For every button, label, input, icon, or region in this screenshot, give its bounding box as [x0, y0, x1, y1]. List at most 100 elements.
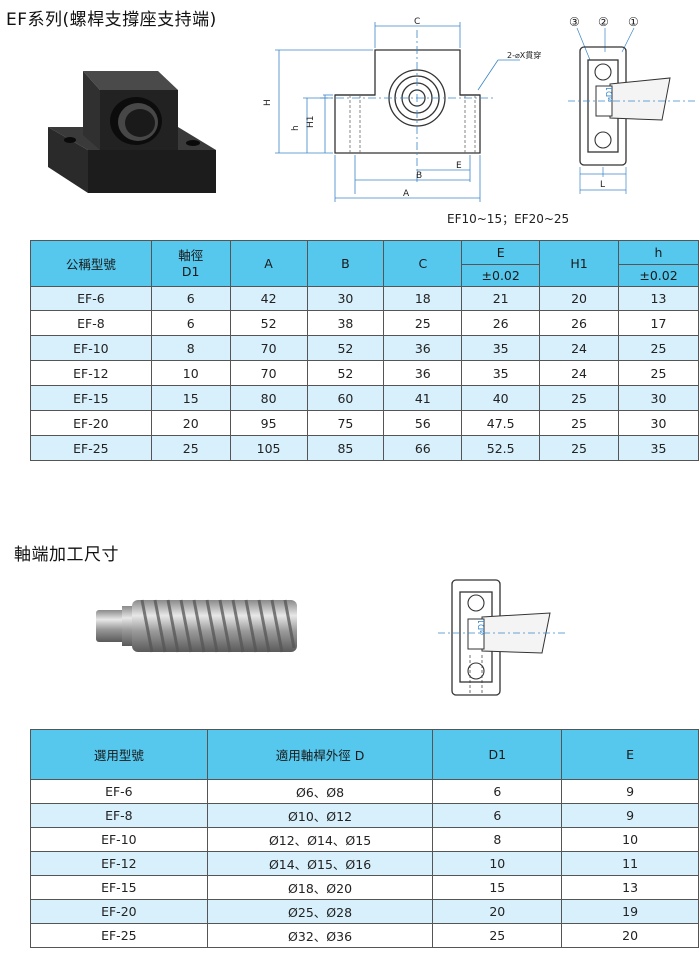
shaft-end-table: 選用型號 適用軸桿外徑 D D1 E EF-6 Ø6、Ø8 6 9 EF-8 Ø…	[30, 729, 699, 948]
table-row: EF-15 Ø18、Ø20 15 13	[30, 875, 699, 900]
cell-model: EF-8	[30, 803, 208, 828]
cell-h: 35	[618, 435, 699, 461]
cell-c: 18	[383, 286, 463, 311]
cell-a: 52	[229, 310, 308, 336]
cell-e: 9	[561, 779, 699, 804]
cell-d1: 15	[432, 875, 563, 900]
table-row: EF-12 10 70 52 36 35 24 25	[30, 360, 699, 386]
header-a: A	[229, 240, 308, 287]
cell-model: EF-25	[30, 435, 152, 461]
cell-e: 52.5	[461, 435, 541, 461]
cell-c: 36	[383, 360, 463, 386]
cell-shaft: 20	[150, 410, 231, 436]
cell-model: EF-12	[30, 851, 208, 876]
cell-b: 52	[306, 335, 385, 361]
cell-model: EF-6	[30, 779, 208, 804]
cell-e: 26	[461, 310, 541, 336]
support-block-photo	[48, 71, 216, 193]
front-view-drawing: C H h H1 E B A 2-⌀X貫穿	[263, 17, 541, 202]
shaft-end-drawing: ⌀D1	[438, 579, 565, 696]
cell-outer-diameter: Ø6、Ø8	[206, 779, 434, 804]
header-model: 選用型號	[30, 729, 208, 780]
cell-model: EF-12	[30, 360, 152, 386]
cell-model: EF-25	[30, 923, 208, 948]
cell-h1: 25	[539, 410, 619, 436]
ef-spec-table: 公稱型號 軸徑 D1 A B C E H1 h ±0.02 ±0.02 EF-6…	[30, 240, 699, 461]
cell-c: 36	[383, 335, 463, 361]
cell-outer-diameter: Ø25、Ø28	[206, 899, 434, 924]
cell-model: EF-8	[30, 310, 152, 336]
header-h1: H1	[539, 240, 619, 287]
dim-h1-label: H1	[306, 116, 316, 129]
cell-shaft: 15	[150, 385, 231, 411]
cell-d1: 10	[432, 851, 563, 876]
table-row: EF-25 Ø32、Ø36 25 20	[30, 923, 699, 948]
cell-e: 13	[561, 875, 699, 900]
section-title-ef-series: EF系列(螺桿支撐座支持端)	[6, 10, 217, 30]
cell-d1: 25	[432, 923, 563, 948]
table-row: EF-8 Ø10、Ø12 6 9	[30, 803, 699, 828]
ball-screw-photo	[96, 599, 297, 653]
drawing-caption: EF10~15；EF20~25	[447, 212, 570, 226]
cell-shaft: 25	[150, 435, 231, 461]
cell-h1: 24	[539, 335, 619, 361]
dim-d1-shaft-label: ⌀D1	[477, 619, 486, 635]
cell-b: 30	[306, 286, 385, 311]
cell-b: 38	[306, 310, 385, 336]
cell-e: 21	[461, 286, 541, 311]
cell-outer-diameter: Ø14、Ø15、Ø16	[206, 851, 434, 876]
cell-c: 25	[383, 310, 463, 336]
cell-h: 17	[618, 310, 699, 336]
cell-model: EF-15	[30, 875, 208, 900]
table-row: EF-10 Ø12、Ø14、Ø15 8 10	[30, 827, 699, 852]
cell-h: 25	[618, 360, 699, 386]
cell-shaft: 6	[150, 310, 231, 336]
header-h: h	[618, 240, 699, 265]
cell-e: 10	[561, 827, 699, 852]
cell-a: 70	[229, 360, 308, 386]
header-e: E	[461, 240, 541, 265]
cell-b: 85	[306, 435, 385, 461]
callout-1: ①	[628, 15, 639, 29]
cell-e: 47.5	[461, 410, 541, 436]
cell-outer-diameter: Ø18、Ø20	[206, 875, 434, 900]
cell-b: 75	[306, 410, 385, 436]
cell-h: 25	[618, 335, 699, 361]
dim-a-label: A	[403, 189, 410, 199]
cell-model: EF-6	[30, 286, 152, 311]
header-c: C	[383, 240, 463, 287]
cell-e: 40	[461, 385, 541, 411]
table-row: EF-6 Ø6、Ø8 6 9	[30, 779, 699, 804]
callout-2: ②	[598, 15, 609, 29]
cell-model: EF-15	[30, 385, 152, 411]
cell-shaft: 8	[150, 335, 231, 361]
header-outer-diameter: 適用軸桿外徑 D	[206, 729, 434, 780]
table-row: EF-8 6 52 38 25 26 26 17	[30, 310, 699, 336]
cell-shaft: 10	[150, 360, 231, 386]
cell-b: 60	[306, 385, 385, 411]
header-b: B	[306, 240, 385, 287]
dim-c-label: C	[414, 17, 420, 27]
cell-d1: 20	[432, 899, 563, 924]
cell-h1: 20	[539, 286, 619, 311]
cell-c: 66	[383, 435, 463, 461]
dim-d1-side-label: ⌀D1	[605, 86, 614, 102]
table-row: EF-10 8 70 52 36 35 24 25	[30, 335, 699, 361]
table-row: EF-12 Ø14、Ø15、Ø16 10 11	[30, 851, 699, 876]
cell-e: 35	[461, 335, 541, 361]
cell-e: 20	[561, 923, 699, 948]
cell-outer-diameter: Ø32、Ø36	[206, 923, 434, 948]
header-d1: D1	[432, 729, 563, 780]
dim-small-h-label: h	[291, 125, 301, 131]
cell-e: 11	[561, 851, 699, 876]
header-h-tolerance: ±0.02	[618, 264, 699, 287]
cell-c: 41	[383, 385, 463, 411]
cell-a: 70	[229, 335, 308, 361]
table-row: EF-15 15 80 60 41 40 25 30	[30, 385, 699, 411]
table-row: EF-25 25 105 85 66 52.5 25 35	[30, 435, 699, 461]
dim-h-label: H	[263, 99, 273, 106]
cell-outer-diameter: Ø10、Ø12	[206, 803, 434, 828]
callout-3: ③	[569, 15, 580, 29]
dim-l-label: L	[600, 180, 605, 190]
cell-h1: 25	[539, 435, 619, 461]
